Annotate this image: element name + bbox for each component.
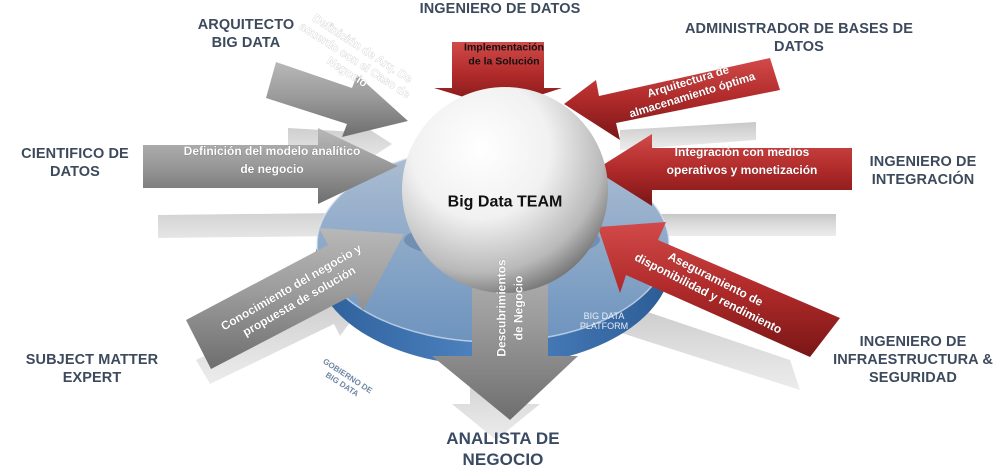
role-ingeniero-integracion-text: INGENIERO DE INTEGRACIÓN <box>869 154 977 188</box>
shadow-admin <box>620 122 756 150</box>
hub-title: Big Data TEAM <box>448 194 563 211</box>
sphere <box>402 87 608 293</box>
role-admin-bd-text: ADMINISTRADOR DE BASES DE DATOS <box>684 21 914 55</box>
big-data-team-sphere <box>402 87 608 293</box>
arrow-arquitecto <box>266 62 408 137</box>
role-arquitecto-text: ARQUITECTO BIG DATA <box>197 17 295 51</box>
role-ingeniero-integracion: INGENIERO DE INTEGRACIÓN <box>858 153 988 189</box>
role-arquitecto: ARQUITECTO BIG DATA <box>196 16 296 52</box>
arrow-integracion <box>595 134 852 206</box>
role-ingeniero-infra-text: INGENIERO DE INFRAESTRUCTURA & SEGURIDAD <box>833 334 993 386</box>
role-sme-text: SUBJECT MATTER EXPERT <box>25 352 159 386</box>
role-ingeniero-datos-text: INGENIERO DE DATOS <box>419 1 581 17</box>
arrow-admin-bd <box>564 58 780 140</box>
role-admin-bd: ADMINISTRADOR DE BASES DE DATOS <box>676 20 922 56</box>
role-analista: ANALISTA DE NEGOCIO <box>420 428 586 470</box>
shadow-sme <box>196 287 372 384</box>
role-cientifico: CIENTIFICO DE DATOS <box>20 145 130 181</box>
governance-label: GOBIERNO DEBIG DATA <box>316 357 375 404</box>
role-sme: SUBJECT MATTER EXPERT <box>2 351 182 387</box>
arrow-sme <box>186 228 404 369</box>
arrow-cientifico <box>143 128 398 204</box>
role-ingeniero-datos: INGENIERO DE DATOS <box>390 0 610 18</box>
arrow-infra <box>598 222 840 357</box>
shadow-infra <box>612 300 800 390</box>
role-ingeniero-infra: INGENIERO DE INFRAESTRUCTURA & SEGURIDAD <box>826 333 1000 387</box>
role-analista-text: ANALISTA DE NEGOCIO <box>446 429 560 469</box>
role-cientifico-text: CIENTIFICO DE DATOS <box>21 146 129 180</box>
